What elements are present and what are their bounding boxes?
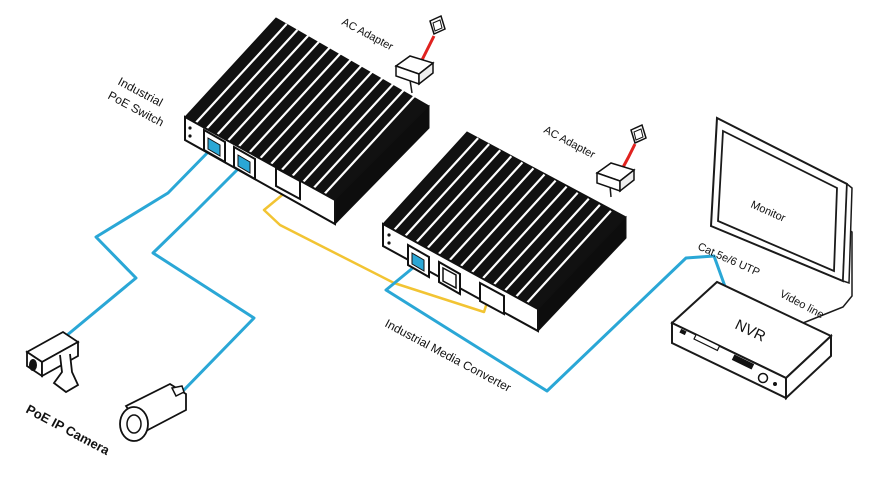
converter-rj45-port-1-plug: [411, 252, 425, 272]
nvr-button-row: [731, 354, 755, 370]
heatsink-rib: [393, 137, 479, 231]
nvr-disk-slot: [693, 333, 721, 352]
camera-label: PoE IP Camera: [24, 401, 113, 458]
bullet-camera-icon: [119, 382, 187, 442]
ethernet-cable-camera-1: [59, 144, 216, 343]
outlet-2-socket: [633, 128, 644, 141]
camera-2-lens: [126, 414, 142, 434]
heatsink-rib: [237, 46, 331, 148]
box-camera-icon: [25, 330, 80, 394]
heatsink-rib: [227, 40, 320, 142]
switch-heatsink-ribs: [194, 23, 417, 195]
switch-rj45-port-2-plug: [237, 154, 251, 174]
camera-2-mount: [170, 385, 185, 398]
power-cable-1: [419, 35, 436, 63]
converter-heatsink-ribs: [393, 137, 612, 304]
ethernet-cable-nvr: [384, 254, 729, 393]
ethernet-cable-camera-2: [151, 161, 256, 394]
cable-label: Cat.5e/6 UTP: [696, 241, 762, 279]
heatsink-rib: [248, 52, 342, 154]
heatsink-rib: [291, 76, 384, 178]
ac-adapter-icon: [595, 162, 636, 193]
adapter-1-label: AC Adapter: [340, 16, 396, 53]
monitor-back: [842, 182, 853, 285]
heatsink-rib: [205, 29, 299, 130]
outlet-1-socket: [432, 19, 443, 32]
monitor-icon: [709, 116, 853, 285]
heatsink-rib: [515, 204, 601, 298]
industrial-poe-switch-icon: [184, 17, 430, 226]
switch-sfp-port: [275, 166, 301, 201]
heatsink-rib: [526, 210, 612, 304]
converter-rj45-port-2-jack: [442, 266, 457, 290]
heatsink-rib: [323, 94, 417, 195]
monitor-screen: [717, 129, 838, 273]
heatsink-rib: [470, 179, 557, 274]
converter-sfp-port: [479, 281, 505, 316]
nvr-knob: [757, 372, 769, 384]
heatsink-rib: [448, 167, 535, 262]
heatsink-rib: [269, 64, 363, 166]
switch-led-1: [188, 126, 192, 130]
nvr-port: [773, 382, 777, 386]
heatsink-rib: [492, 191, 579, 286]
heatsink-rib: [481, 185, 568, 280]
nvr-side: [785, 333, 832, 401]
heatsink-rib: [404, 143, 490, 237]
heatsink-rib: [216, 35, 309, 136]
nvr-led-1: [679, 328, 687, 336]
adapter-lead-1: [409, 79, 413, 94]
switch-rj45-port-1-plug: [207, 137, 221, 157]
adapter-2-side: [619, 168, 635, 193]
media-converter-icon: [382, 131, 627, 333]
camera-1-lens: [29, 359, 37, 371]
wall-outlet-icon: [429, 14, 446, 36]
converter-led-1: [387, 233, 391, 237]
converter-led-2: [387, 241, 391, 245]
heatsink-rib: [437, 161, 524, 256]
switch-led-2: [188, 134, 192, 138]
nvr-recorder-icon: [670, 280, 833, 401]
adapter-2-label: AC Adapter: [542, 124, 598, 161]
heatsink-rib: [426, 155, 513, 250]
camera-1-mount: [52, 353, 80, 394]
heatsink-rib: [415, 149, 502, 243]
heatsink-rib: [503, 198, 590, 292]
ac-adapter-icon: [394, 55, 435, 86]
wall-outlet-icon: [630, 123, 647, 145]
heatsink-rib: [312, 88, 406, 189]
heatsink-rib: [194, 23, 288, 124]
heatsink-rib: [459, 173, 546, 268]
heatsink-rib: [280, 70, 374, 172]
heatsink-rib: [302, 82, 395, 183]
fiber-cable: [262, 190, 493, 314]
adapter-1-side: [418, 61, 434, 86]
heatsink-rib: [259, 58, 352, 160]
